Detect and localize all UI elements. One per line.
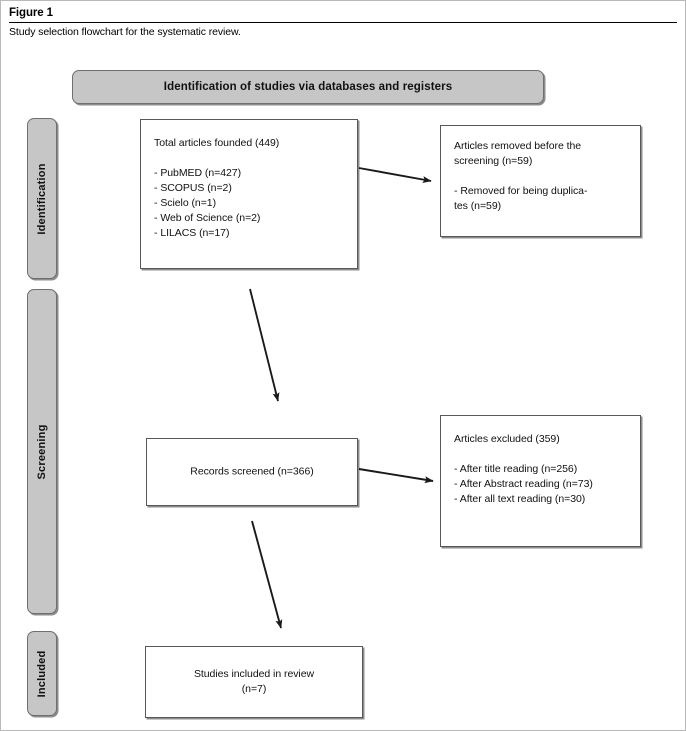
list-item: - PubMED (n=427) [154, 167, 242, 179]
spacer [454, 169, 627, 184]
stage-band-identification: Identification [27, 118, 57, 279]
node-total-articles-title: Total articles founded (449) [154, 137, 280, 149]
list-item: - After all text reading (n=30) [454, 493, 586, 505]
node-articles-removed: Articles removed before the screening (n… [440, 125, 641, 237]
node-articles-removed-title: Articles removed before the screening (n… [454, 140, 582, 167]
stage-band-screening: Screening [27, 289, 57, 614]
flow-banner-identification-source: Identification of studies via databases … [72, 70, 544, 104]
figure-caption-text: Study selection flowchart for the system… [9, 26, 241, 38]
arrow-screening-to-included [251, 520, 283, 629]
node-articles-removed-list: - Removed for being duplica- tes (n=59) [454, 184, 627, 214]
list-item: - Web of Science (n=2) [154, 212, 261, 224]
node-articles-excluded-list: - After title reading (n=256) - After Ab… [454, 462, 627, 507]
arrow-identification-to-screening [249, 288, 280, 402]
spacer [454, 447, 627, 462]
node-studies-included: Studies included in review (n=7) [145, 646, 363, 718]
list-item: - SCOPUS (n=2) [154, 182, 232, 194]
figure-caption-block: Figure 1 Study selection flowchart for t… [9, 6, 677, 39]
arrow-screening-to-excluded [358, 468, 434, 484]
stage-label-included: Included [36, 650, 48, 697]
figure-label: Figure 1 [9, 7, 53, 19]
list-item: - LILACS (n=17) [154, 227, 230, 239]
stage-label-screening: Screening [36, 424, 48, 479]
spacer [154, 151, 344, 166]
node-articles-excluded-title: Articles excluded (359) [454, 433, 560, 445]
stage-band-included: Included [27, 631, 57, 716]
flow-banner-label: Identification of studies via databases … [163, 81, 453, 93]
stage-label-identification: Identification [36, 162, 48, 235]
node-studies-included-title: Studies included in review (n=7) [193, 668, 315, 695]
list-item: - Removed for being duplica- tes (n=59) [454, 185, 588, 212]
arrow-identification-to-removed [358, 167, 432, 183]
list-item: - After title reading (n=256) [454, 463, 578, 475]
node-articles-excluded: Articles excluded (359) - After title re… [440, 415, 641, 547]
list-item: - After Abstract reading (n=73) [454, 478, 593, 490]
node-records-screened-title: Records screened (n=366) [190, 465, 314, 478]
node-total-articles-list: - PubMED (n=427) - SCOPUS (n=2) - Scielo… [154, 166, 344, 241]
caption-divider [9, 22, 677, 23]
node-total-articles: Total articles founded (449) - PubMED (n… [140, 119, 358, 269]
node-records-screened: Records screened (n=366) [146, 438, 358, 506]
list-item: - Scielo (n=1) [154, 197, 217, 209]
